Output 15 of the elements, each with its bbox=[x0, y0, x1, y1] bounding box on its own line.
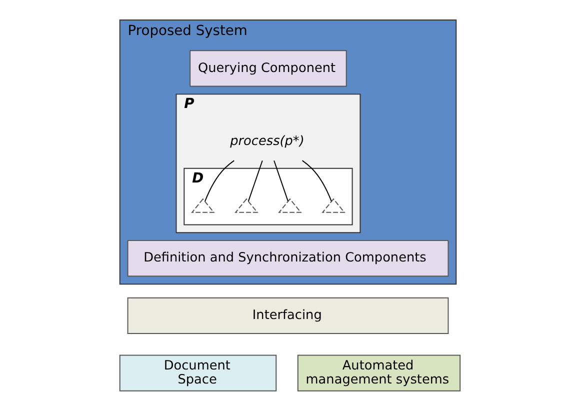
node-box: Automated management systems bbox=[296, 354, 460, 392]
node-triangle bbox=[190, 198, 214, 213]
connector bbox=[204, 160, 234, 202]
connector bbox=[301, 160, 332, 202]
node-triangle bbox=[321, 198, 345, 213]
connector bbox=[273, 160, 288, 202]
node-box: Document Space bbox=[118, 354, 276, 392]
node-box: Definition and Synchronization Components bbox=[126, 240, 448, 277]
cluster: D bbox=[183, 168, 352, 226]
node-box: Interfacing bbox=[126, 297, 448, 334]
node-triangle bbox=[234, 198, 258, 213]
node-triangle bbox=[278, 198, 302, 213]
connector bbox=[247, 160, 262, 202]
node-box: Querying Component bbox=[189, 50, 346, 87]
node-text: process(p*) bbox=[230, 134, 304, 150]
